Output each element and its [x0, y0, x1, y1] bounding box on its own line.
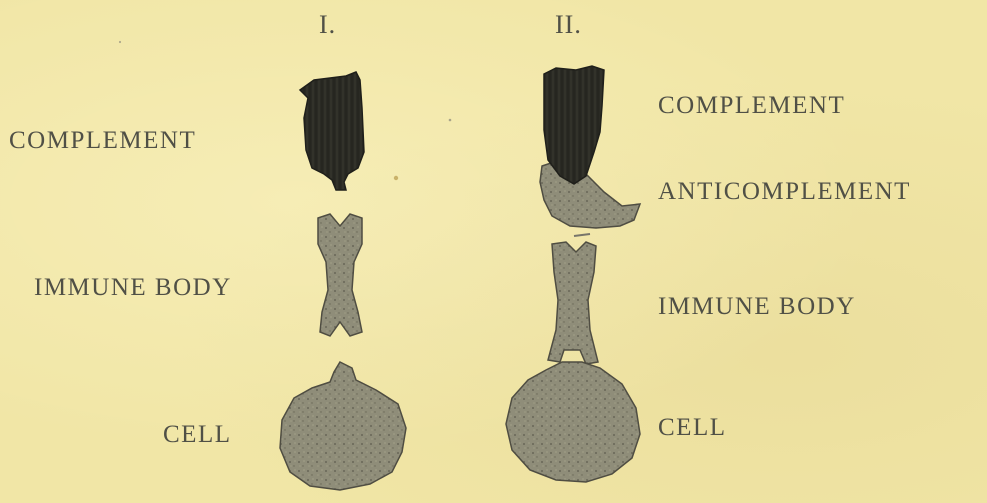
- col1-complement-shape: [300, 72, 364, 190]
- col2-complement-shape: [544, 66, 604, 184]
- col1-immune-body-shape: [318, 214, 362, 336]
- print-speck: [449, 119, 452, 122]
- col2-cell-shape: [506, 362, 640, 482]
- col1-cell-shape: [280, 362, 406, 490]
- print-speck: [394, 176, 398, 180]
- col2-connector-mark: [574, 234, 590, 236]
- print-speck: [119, 41, 121, 43]
- col2-immune-body-shape: [548, 242, 598, 364]
